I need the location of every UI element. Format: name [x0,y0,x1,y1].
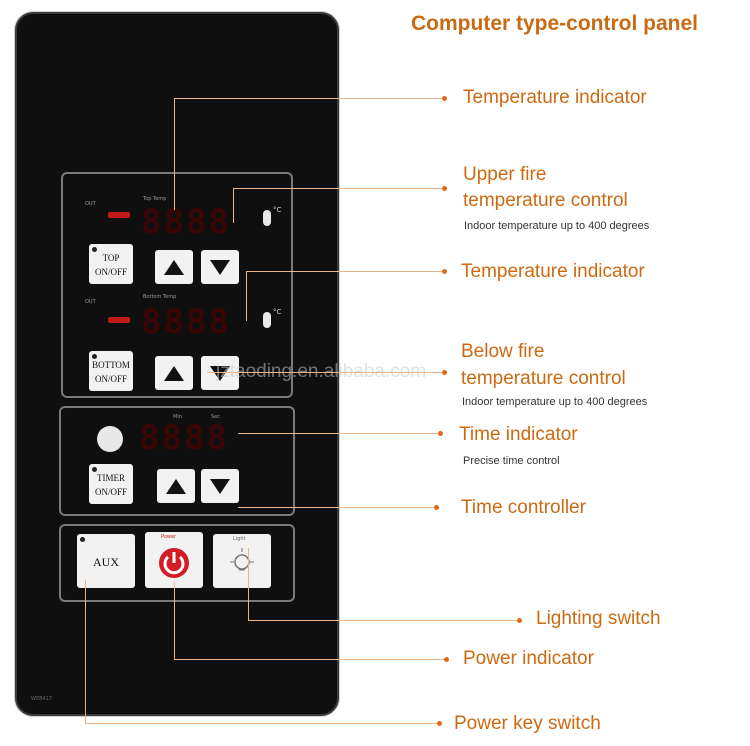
temperature-section: OUT Top Temp 8888 °C TOP ON/OFF OUT Bott… [61,172,293,398]
leader-dot [438,431,443,436]
page-title: Computer type-control panel [411,12,699,35]
time-display: 8888 [139,418,229,458]
light-caption: Light [233,536,246,542]
timer-on-off-button[interactable]: TIMER ON/OFF [89,464,133,504]
leader-line [174,98,175,210]
timer-button-line2: ON/OFF [94,487,127,497]
top-button-line2: ON/OFF [94,267,127,277]
timer-button-line1: TIMER [97,473,125,483]
bottom-temp-label: Bottom Temp [143,294,177,300]
power-caption: Power [161,534,177,540]
top-temp-down-button[interactable] [201,250,239,284]
leader-line [238,507,436,508]
bottom-temp-up-button[interactable] [155,356,193,390]
callout-upper-fire-sub: Indoor temperature up to 400 degrees [464,220,650,232]
bottom-on-off-button[interactable]: BOTTOM ON/OFF [89,351,133,391]
key-section: AUX Power Light [59,524,295,602]
down-arrow-icon [210,260,230,275]
aux-button[interactable]: AUX [77,534,135,588]
top-temp-label: Top Temp [143,196,167,202]
leader-dot [442,96,447,101]
leader-line [233,188,234,223]
power-button[interactable]: Power [145,532,203,588]
top-temp-display: 8888 [141,202,231,242]
leader-dot [442,370,447,375]
bottom-button-dot [92,354,97,359]
leader-dot [437,721,442,726]
bottom-button-line2: ON/OFF [94,374,127,384]
bottom-unit: °C [273,308,282,316]
callout-lighting-switch: Lighting switch [536,608,661,629]
top-on-off-button[interactable]: TOP ON/OFF [89,244,133,284]
control-panel: OUT Top Temp 8888 °C TOP ON/OFF OUT Bott… [15,12,339,716]
leader-line [248,620,520,621]
leader-line [174,582,175,659]
top-out-label: OUT [85,201,96,207]
leader-dot [434,505,439,510]
callout-time-indicator-sub: Precise time control [463,455,560,467]
sec-label: Sec [211,414,220,420]
leader-line [174,98,444,99]
down-arrow-icon [210,366,230,381]
leader-line [233,188,444,189]
light-button[interactable]: Light [213,534,271,588]
callout-time-indicator: Time indicator [459,424,578,445]
timer-knob-icon [97,426,123,452]
top-heating-indicator [108,212,130,218]
time-up-button[interactable] [157,469,195,503]
callout-time-controller: Time controller [461,497,586,518]
thermometer-icon [263,210,271,226]
callout-temperature-indicator-1: Temperature indicator [463,87,647,108]
thermometer-icon [263,312,271,328]
leader-line [246,271,247,321]
leader-dot [517,618,522,623]
bottom-temp-down-button[interactable] [201,356,239,390]
callout-below-fire-line2: temperature control [461,368,626,389]
up-arrow-icon [164,260,184,275]
top-button-line1: TOP [102,253,120,263]
up-arrow-icon [164,366,184,381]
bottom-out-label: OUT [85,299,96,305]
watermark: jztaoding.en.alibaba.com [216,361,427,382]
callout-below-fire-line1: Below fire [461,341,545,362]
callout-upper-fire-line1: Upper fire [463,164,547,185]
leader-line [207,372,444,373]
leader-line [174,659,446,660]
time-down-button[interactable] [201,469,239,503]
callout-power-key-switch: Power key switch [454,713,601,734]
leader-line [238,433,440,434]
down-arrow-icon [210,479,230,494]
leader-dot [442,186,447,191]
aux-button-dot [80,537,85,542]
light-bulb-icon [230,548,254,571]
callout-power-indicator: Power indicator [463,648,594,669]
bottom-heating-indicator [108,317,130,323]
leader-dot [442,269,447,274]
up-arrow-icon [166,479,186,494]
top-temp-up-button[interactable] [155,250,193,284]
leader-dot [444,657,449,662]
timer-button-dot [92,467,97,472]
power-icon [159,548,189,578]
callout-below-fire-sub: Indoor temperature up to 400 degrees [462,396,648,408]
leader-line [85,723,439,724]
timer-section: Min Sec 8888 TIMER ON/OFF [59,406,295,516]
bottom-button-line1: BOTTOM [92,360,130,370]
top-button-dot [92,247,97,252]
min-label: Min [173,414,182,420]
leader-line [246,271,444,272]
leader-line [248,548,249,620]
top-unit: °C [273,206,282,214]
model-text: WEB417 [31,696,53,702]
bottom-temp-display: 8888 [141,302,231,342]
leader-line [85,580,86,723]
aux-button-label: AUX [93,555,119,569]
callout-temperature-indicator-2: Temperature indicator [461,261,645,282]
callout-upper-fire-line2: temperature control [463,190,628,211]
